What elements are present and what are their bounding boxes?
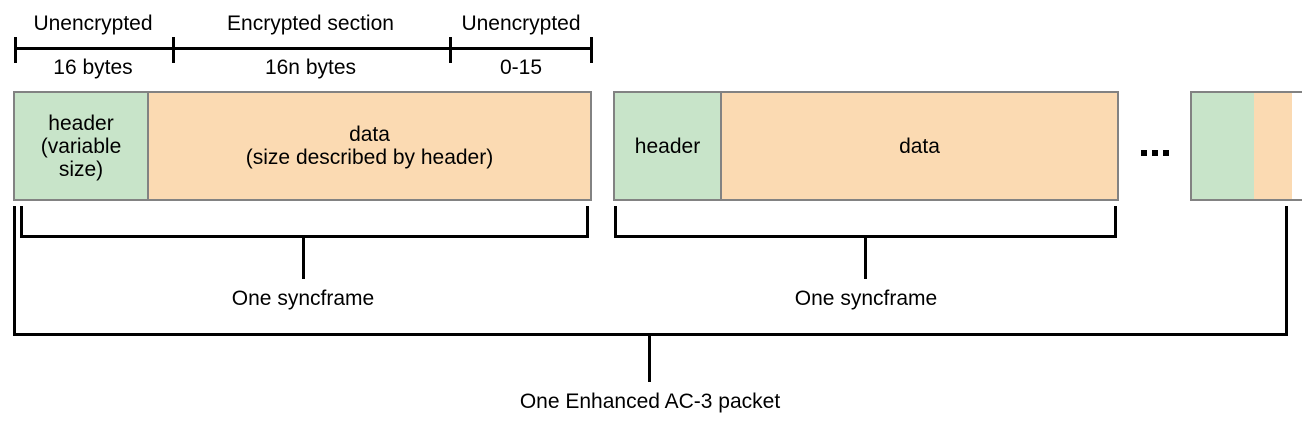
ruler-tick-1 — [14, 37, 17, 63]
ellipsis-dot — [1141, 150, 1147, 156]
data-segment-1: data (size described by header) — [149, 93, 590, 199]
brace-right-tick — [586, 206, 589, 238]
header-label-2: header — [634, 134, 701, 158]
ruler-tick-2 — [172, 37, 175, 63]
header-segment-1: header (variable size) — [15, 93, 149, 199]
data-segment-2: data — [722, 93, 1117, 199]
ellipsis-icon — [1141, 149, 1169, 157]
ruler-top-label-unencrypted-right: Unencrypted — [461, 12, 581, 35]
brace-right-tick — [1285, 206, 1288, 336]
ruler-tick-4 — [590, 37, 593, 63]
brace-left-tick — [20, 206, 23, 238]
ruler-bottom-label-0-15: 0-15 — [499, 56, 543, 79]
ruler-top-label-unencrypted-left: Unencrypted — [33, 12, 153, 35]
header-segment-2: header — [615, 93, 722, 199]
data-label-1: data (size described by header) — [245, 123, 494, 169]
ruler-tick-3 — [449, 37, 452, 63]
syncframe-label-2: One syncframe — [794, 287, 938, 310]
brace-right-tick — [1114, 206, 1117, 238]
syncframe-label-1: One syncframe — [231, 287, 375, 310]
ellipsis-dot — [1152, 150, 1158, 156]
ruler-bottom-label-16n-bytes: 16n bytes — [264, 56, 357, 79]
packet-label: One Enhanced AC-3 packet — [519, 390, 781, 413]
header-label-1: header (variable size) — [40, 111, 122, 181]
syncframe-block-1: header (variable size) data (size descri… — [13, 91, 592, 201]
ruler-top-label-encrypted: Encrypted section — [227, 12, 394, 35]
ruler-line — [14, 47, 593, 50]
brace-stem — [864, 235, 867, 279]
brace-left-tick — [614, 206, 617, 238]
brace-stem — [302, 235, 305, 279]
partial-syncframe-block — [1190, 91, 1302, 201]
ruler-bottom-label-16-bytes: 16 bytes — [53, 56, 133, 79]
partial-header-segment — [1192, 93, 1254, 199]
partial-data-segment — [1254, 93, 1292, 199]
data-label-2: data — [899, 134, 940, 158]
ellipsis-dot — [1163, 150, 1169, 156]
brace-stem — [648, 333, 651, 382]
syncframe-block-2: header data — [613, 91, 1119, 201]
brace-left-tick — [13, 206, 16, 336]
